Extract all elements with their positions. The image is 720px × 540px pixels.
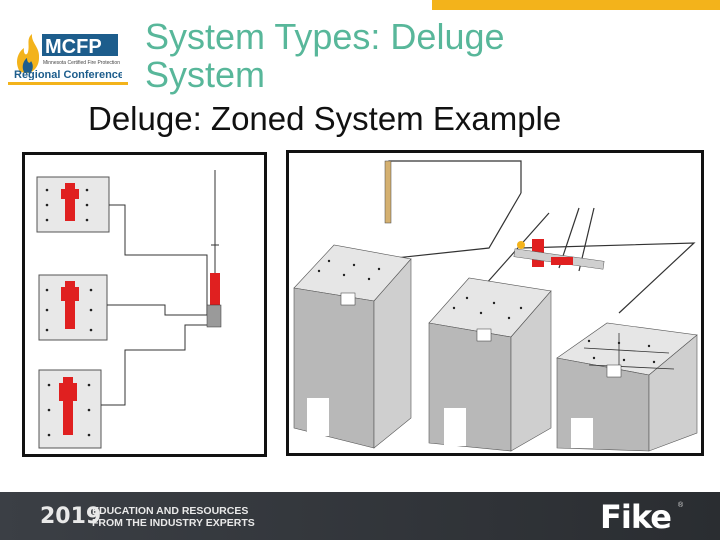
- flame-icon: [17, 34, 40, 73]
- zone-1-box: [36, 176, 110, 233]
- footer-tagline: EDUCATION AND RESOURCES FROM THE INDUSTR…: [92, 505, 255, 529]
- zone-2-box: [38, 274, 108, 341]
- piping-lines: [101, 170, 219, 406]
- room-1: [293, 244, 412, 449]
- slide-subtitle: Deluge: Zoned System Example: [88, 100, 562, 137]
- zone-3-box: [38, 369, 102, 449]
- valve-station: [513, 239, 605, 270]
- riser-valve: [206, 273, 222, 328]
- svg-text:MCFP: MCFP: [45, 36, 102, 58]
- slide-title: System Types: Deluge System: [145, 16, 505, 95]
- svg-text:Regional Conference: Regional Conference: [14, 69, 122, 80]
- svg-text:Minnesota Certified Fire Prote: Minnesota Certified Fire Protection: [43, 60, 120, 66]
- conference-logo: MCFP Minnesota Certified Fire Protection…: [12, 28, 124, 81]
- footer-bar: 2019 EDUCATION AND RESOURCES FROM THE IN…: [0, 492, 720, 540]
- footer-tagline-line1: EDUCATION AND RESOURCES: [92, 505, 249, 517]
- top-accent-bar: [432, 0, 720, 10]
- registered-mark: ®: [678, 502, 684, 509]
- footer-tagline-line2: FROM THE INDUSTRY EXPERTS: [92, 517, 255, 529]
- logo-underline: [8, 82, 128, 85]
- room-2: [428, 277, 552, 452]
- riser-pipe: [384, 160, 392, 224]
- isometric-view-diagram: [286, 150, 704, 456]
- room-3: [556, 322, 698, 452]
- footer-year: 2019: [40, 504, 102, 529]
- plan-view-diagram: [22, 152, 267, 457]
- fike-logo: Fike: [600, 498, 672, 536]
